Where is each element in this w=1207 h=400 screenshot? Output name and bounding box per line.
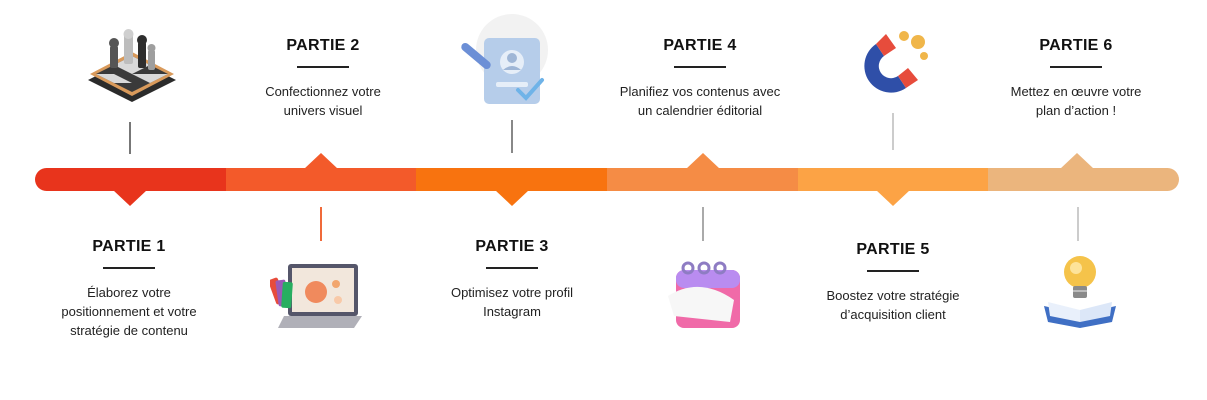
part-6-block: PARTIE 6 Mettez en œuvre votre plan d’ac…: [956, 36, 1196, 120]
part-5-description: Boostez votre stratégie d’acquisition cl…: [826, 288, 960, 322]
part-1-divider: [103, 267, 155, 269]
part-5-divider: [867, 270, 919, 272]
part-6-divider: [1050, 66, 1102, 68]
pointer-down-5: [876, 190, 910, 206]
pointer-down-1: [113, 190, 147, 206]
part-4-title: PARTIE 4: [663, 37, 737, 54]
timeline-segment-3: [416, 168, 608, 191]
chess-board-icon: [84, 28, 180, 108]
connector-1: [129, 122, 131, 154]
magnet-icon: [856, 26, 936, 106]
part-3-block: PARTIE 3 Optimisez votre profil Instagra…: [392, 237, 632, 321]
pointer-up-4: [686, 153, 720, 169]
part-1-description: Élaborez votre positionnement et votre s…: [61, 285, 197, 338]
connector-3: [511, 120, 513, 153]
laptop-design-icon: [270, 258, 366, 334]
part-4-divider: [674, 66, 726, 68]
part-5-title: PARTIE 5: [856, 241, 930, 258]
timeline-segment-6: [988, 168, 1179, 191]
part-2-divider: [297, 66, 349, 68]
pointer-up-2: [304, 153, 338, 169]
part-6-title: PARTIE 6: [1039, 37, 1113, 54]
part-3-title: PARTIE 3: [475, 238, 549, 255]
part-1-block: PARTIE 1 Élaborez votre positionnement e…: [9, 237, 249, 340]
connector-2: [320, 207, 322, 241]
timeline-bar: [35, 168, 1179, 191]
part-3-divider: [486, 267, 538, 269]
connector-5: [892, 113, 894, 150]
timeline-segment-5: [797, 168, 989, 191]
timeline-segment-2: [225, 168, 417, 191]
timeline-segment-4: [607, 168, 798, 191]
part-2-description: Confectionnez votre univers visuel: [265, 84, 381, 118]
timeline-segment-1: [35, 168, 226, 191]
pointer-up-6: [1060, 153, 1094, 169]
connector-4: [702, 207, 704, 241]
part-6-description: Mettez en œuvre votre plan d’action !: [1010, 84, 1142, 118]
part-3-description: Optimisez votre profil Instagram: [450, 285, 574, 319]
lightbulb-book-icon: [1040, 250, 1120, 330]
part-1-title: PARTIE 1: [92, 238, 166, 255]
connector-6: [1077, 207, 1079, 241]
part-4-description: Planifiez vos contenus avec un calendrie…: [619, 84, 781, 118]
calendar-icon: [660, 256, 748, 332]
part-2-block: PARTIE 2 Confectionnez votre univers vis…: [203, 36, 443, 120]
part-4-block: PARTIE 4 Planifiez vos contenus avec un …: [580, 36, 820, 120]
pointer-down-3: [495, 190, 529, 206]
profile-card-icon: [456, 12, 552, 112]
part-5-block: PARTIE 5 Boostez votre stratégie d’acqui…: [773, 240, 1013, 324]
part-2-title: PARTIE 2: [286, 37, 360, 54]
